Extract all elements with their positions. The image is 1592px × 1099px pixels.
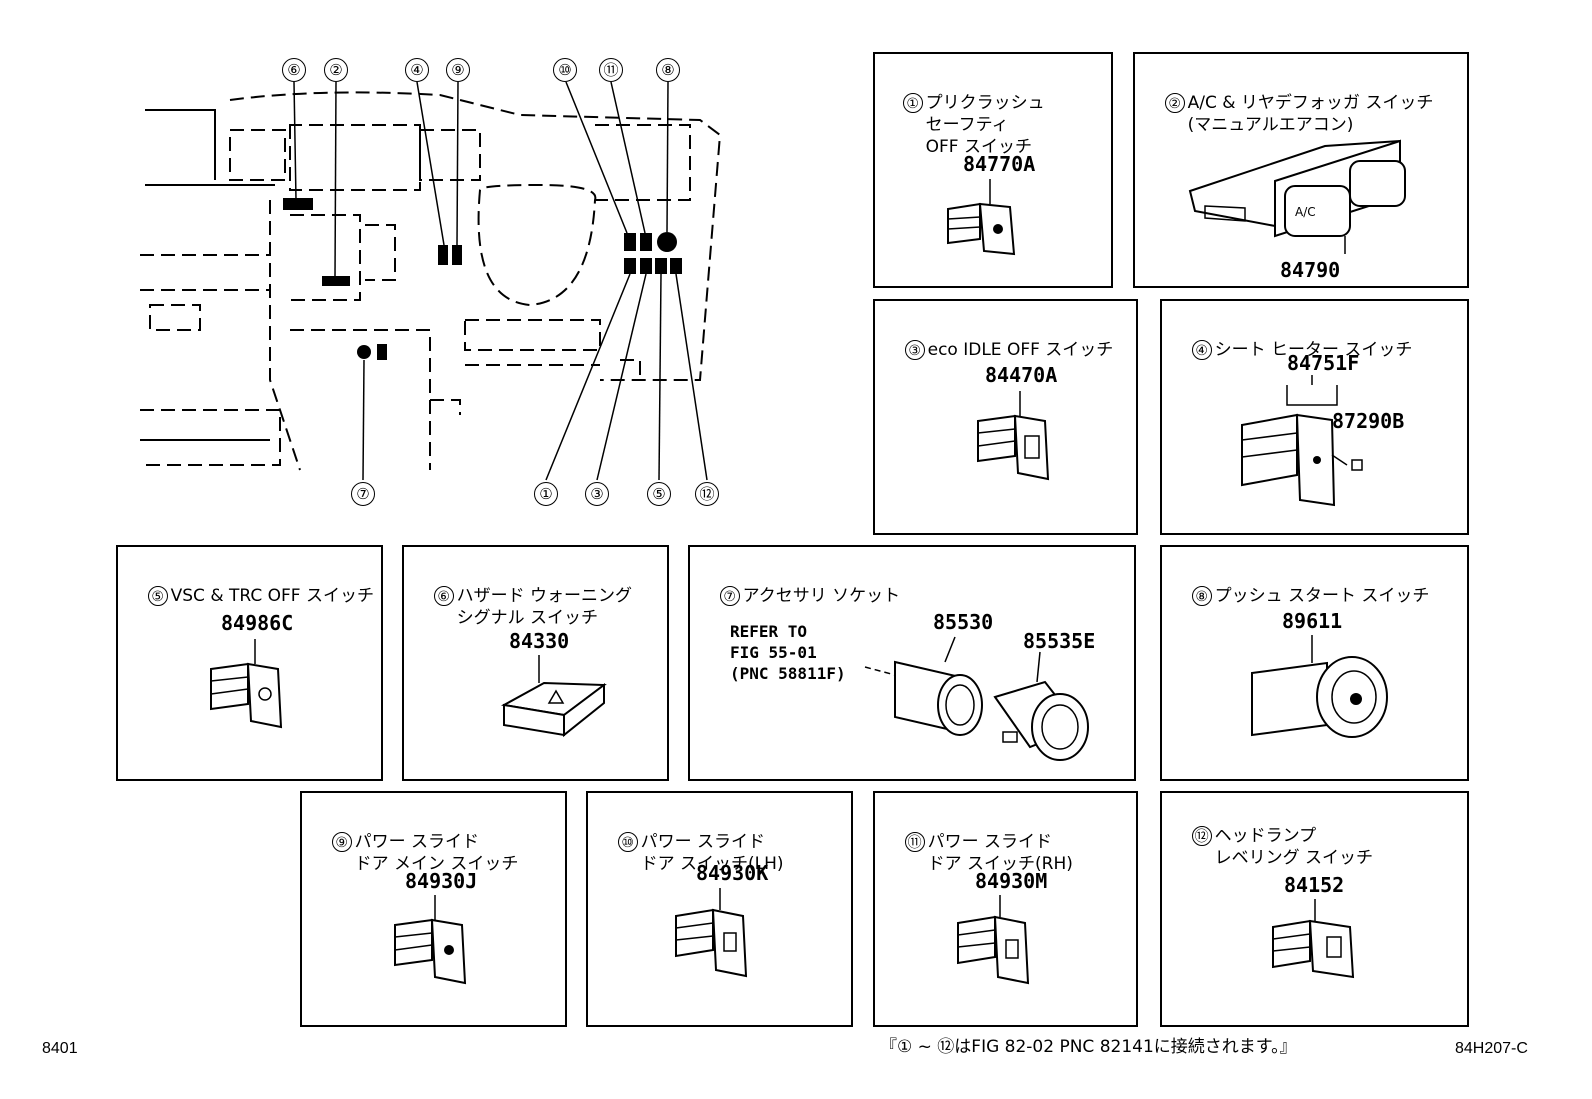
refer-note: REFER TO FIG 55-01 (PNC 58811F) — [730, 622, 846, 683]
callout-5: ⑤ — [647, 482, 671, 506]
panel-title: パワー スライド ドア スイッチ(LH) — [640, 832, 784, 874]
callout-7: ⑦ — [351, 482, 375, 506]
ac-switch-icon: A/C — [1188, 139, 1406, 254]
part-number: 84790 — [1280, 258, 1341, 282]
page-code-left: 8401 — [42, 1040, 78, 1057]
ac-label: A/C — [1295, 205, 1316, 219]
panel-number: ④ — [1191, 340, 1212, 360]
panel-number: ⑤ — [147, 586, 168, 606]
part-number: 87290B — [1332, 409, 1405, 433]
panel-title: プッシュ スタート スイッチ — [1214, 586, 1430, 606]
hazard-switch-icon — [500, 655, 607, 738]
panel-title: VSC & TRC OFF スイッチ — [170, 586, 374, 606]
panel-number: ⑧ — [1191, 586, 1212, 606]
panel-title: ヘッドランプ レベリング スイッチ — [1214, 826, 1374, 868]
part-number: 85535E — [1023, 629, 1096, 653]
callout-12: ⑫ — [695, 482, 719, 506]
headlamp-leveling-switch-icon — [1272, 899, 1355, 979]
part-number: 84930K — [696, 861, 769, 885]
part-number: 84751F — [1287, 351, 1360, 375]
switch-icon — [947, 179, 1016, 256]
switch-icon — [675, 888, 748, 978]
callout-3: ③ — [585, 482, 609, 506]
panel-number: ⑨ — [331, 832, 352, 852]
panel-number: ⑦ — [719, 586, 740, 606]
panel-title: パワー スライド ドア スイッチ(RH) — [927, 832, 1073, 874]
panel-number: ⑪ — [904, 832, 925, 852]
panel-title: eco IDLE OFF スイッチ — [927, 340, 1114, 360]
callout-1: ① — [534, 482, 558, 506]
push-start-switch-icon — [1251, 635, 1388, 738]
part-number: 84770A — [963, 152, 1036, 176]
part-number: 89611 — [1282, 609, 1343, 633]
part-number: 84930J — [405, 869, 478, 893]
panel-number: ⑩ — [617, 832, 638, 852]
part-number: 85530 — [933, 610, 994, 634]
panel-number: ⑥ — [433, 586, 454, 606]
callout-4: ④ — [405, 58, 429, 82]
callout-8: ⑧ — [656, 58, 680, 82]
panel-number: ① — [902, 93, 923, 113]
callout-2: ② — [324, 58, 348, 82]
connection-note: 『① ~ ⑫はFIG 82-02 PNC 82141に接続されます。』 — [880, 1037, 1297, 1057]
switch-icon — [957, 895, 1030, 985]
panel-title: アクセサリ ソケット — [742, 586, 901, 606]
panel-title: シート ヒーター スイッチ — [1214, 340, 1413, 360]
panel-title: パワー スライド ドア メイン スイッチ — [354, 832, 519, 874]
switch-icon — [210, 639, 283, 729]
panel-number: ⑫ — [1191, 826, 1212, 846]
callout-10: ⑩ — [553, 58, 577, 82]
part-number: 84470A — [985, 363, 1058, 387]
seat-heater-switch-icon — [1241, 375, 1363, 507]
panel-number: ③ — [904, 340, 925, 360]
callout-6: ⑥ — [282, 58, 306, 82]
switch-icon — [394, 895, 467, 985]
panel-title: A/C & リヤデフォッガ スイッチ (マニュアルエアコン) — [1187, 93, 1434, 135]
figure-code: 84H207-C — [1455, 1040, 1528, 1057]
callout-9: ⑨ — [446, 58, 470, 82]
part-number: 84330 — [509, 629, 570, 653]
part-number: 84930M — [975, 869, 1048, 893]
switch-icon — [977, 391, 1050, 481]
panel-title: プリクラッシュ セーフティ OFF スイッチ — [925, 93, 1045, 157]
accessory-socket-icon — [864, 636, 1089, 761]
part-number: 84152 — [1284, 873, 1345, 897]
panel-number: ② — [1164, 93, 1185, 113]
dashboard-diagram — [140, 81, 722, 481]
part-number: 84986C — [221, 611, 294, 635]
panel-title: ハザード ウォーニング シグナル スイッチ — [456, 586, 633, 628]
callout-11: ⑪ — [599, 58, 623, 82]
